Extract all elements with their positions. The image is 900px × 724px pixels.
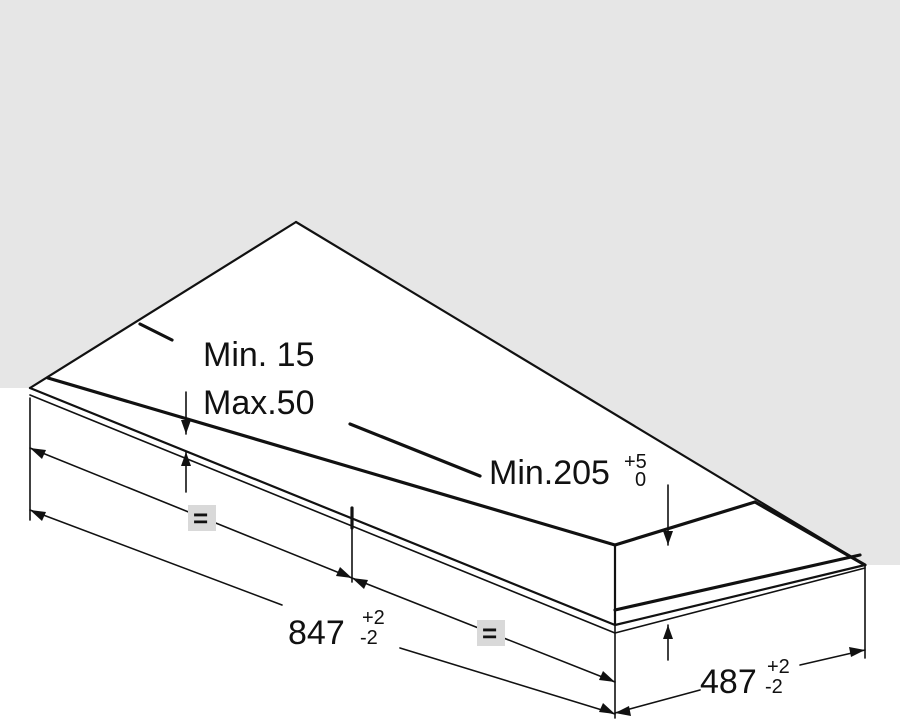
width-dimension <box>29 509 616 715</box>
gap-dimension <box>181 391 191 493</box>
equal-box-left <box>188 505 216 531</box>
height-tol-plus: +5 <box>624 451 647 473</box>
wall-area <box>0 0 900 565</box>
hood-top-face <box>30 222 865 565</box>
width-value-label: 847 <box>288 614 345 652</box>
depth-tol-minus: -2 <box>765 676 783 698</box>
width-tol-plus: +2 <box>362 607 385 629</box>
depth-value-label: 487 <box>700 663 757 701</box>
equal-box-right <box>477 620 505 646</box>
extension-lines <box>29 397 866 719</box>
depth-tol-plus: +2 <box>767 656 790 678</box>
width-tol-minus: -2 <box>360 627 378 649</box>
gap-max-label: Max.50 <box>203 384 315 422</box>
height-dimension <box>663 484 673 661</box>
equal-sign-right: = <box>482 618 497 648</box>
hood-outline <box>28 220 867 634</box>
equal-sign-left: = <box>193 503 208 533</box>
gap-min-label: Min. 15 <box>203 336 315 374</box>
height-min-label: Min.205 <box>489 454 610 492</box>
hood-inner-lines <box>46 322 867 612</box>
depth-dimension <box>614 647 866 716</box>
height-tol-minus: 0 <box>635 469 646 491</box>
